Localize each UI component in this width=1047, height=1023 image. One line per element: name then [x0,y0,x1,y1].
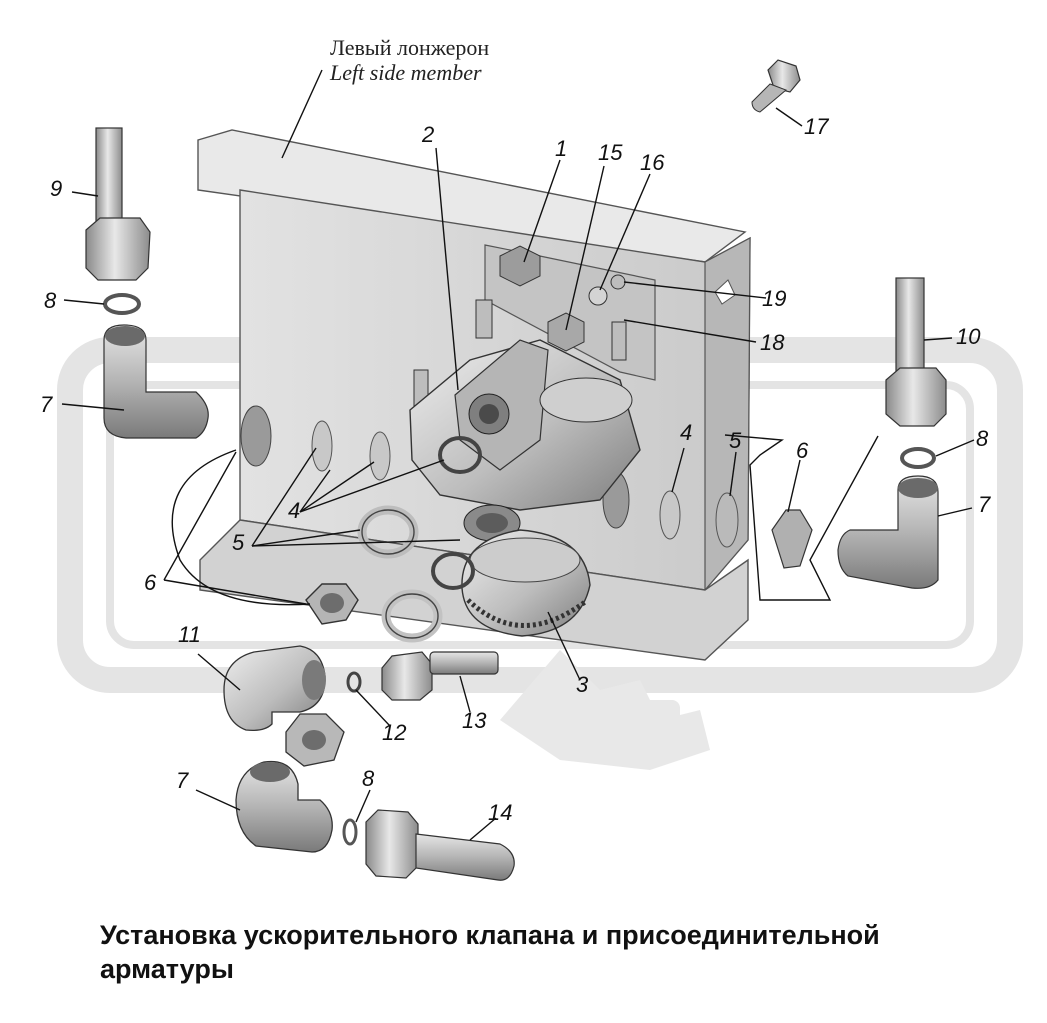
callout-13: 13 [462,708,487,733]
callout-12: 12 [382,720,406,745]
ring-12 [346,671,362,693]
callout-4b: 4 [680,420,692,445]
elbow-7-right [837,475,939,589]
callout-5b: 5 [729,428,742,453]
bolt-19 [610,274,626,290]
stud-18 [611,321,627,361]
ring-8-bottom [342,818,358,846]
nut-6-right [771,509,813,569]
callout-4a: 4 [288,498,300,523]
tee-11 [223,645,326,732]
member-label-ru: Левый лонжерон [330,35,489,60]
callout-7b: 7 [978,492,991,517]
tube-9 [85,127,151,281]
callout-10: 10 [956,324,981,349]
callout-8a: 8 [44,288,57,313]
ring-4a [438,436,482,474]
callout-2: 2 [421,122,434,147]
elbow-7-bottom [235,760,333,853]
figure-caption: Установка ускорительного клапана и присо… [100,920,880,984]
ring-8-right [900,447,936,469]
callout-9: 9 [50,176,62,201]
ring-4b [431,552,475,590]
nut-15 [547,312,585,352]
silencer [461,529,591,637]
callout-8c: 8 [362,766,375,791]
leader-lines [61,69,975,841]
nut-1 [499,245,541,287]
callout-15: 15 [598,140,623,165]
washer-16 [588,286,608,306]
callout-5a: 5 [232,530,245,555]
member-label-en: Left side member [329,60,482,85]
callout-7c: 7 [176,768,189,793]
callout-16: 16 [640,150,665,175]
callout-1: 1 [555,136,567,161]
callout-14: 14 [488,800,512,825]
callout-19: 19 [762,286,786,311]
tube-14 [365,809,515,881]
callout-17: 17 [804,114,829,139]
callout-11: 11 [178,622,201,647]
callout-18: 18 [760,330,785,355]
callout-8b: 8 [976,426,989,451]
bolt-17 [751,59,801,113]
callout-6b: 6 [796,438,809,463]
callout-3: 3 [576,672,589,697]
callouts: 1 2 3 4 4 4 5 5 5 6 6 6 7 7 7 8 8 8 9 10… [40,114,991,825]
accelerator-valve [409,339,641,542]
elbow-7-left [103,324,209,439]
fitting-13 [381,651,499,701]
callout-7a: 7 [40,392,53,417]
rings-on-plate [357,436,482,643]
tube-10 [885,277,947,427]
ring-8-left [103,293,141,315]
callout-6a: 6 [144,570,157,595]
